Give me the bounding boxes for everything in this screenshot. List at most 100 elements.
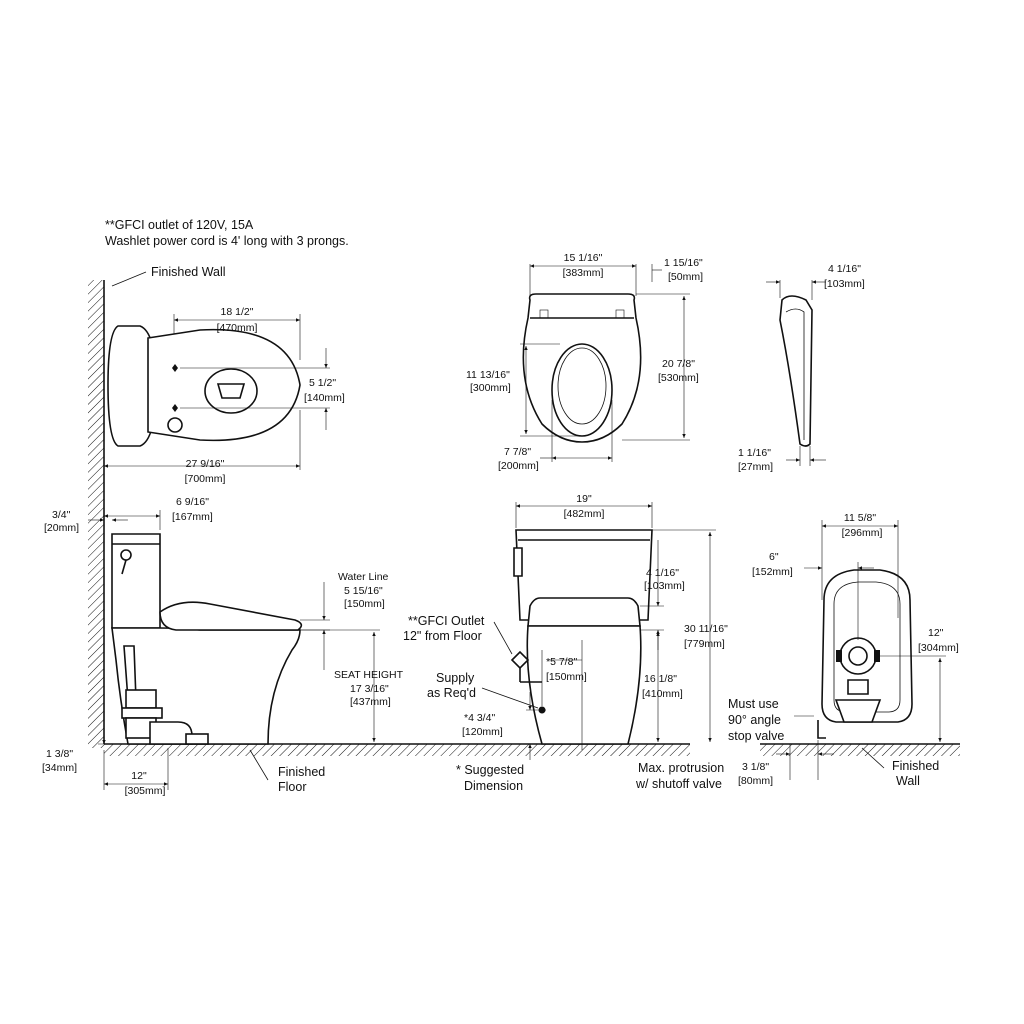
bolt-spacing-dim-1: 5 1/2" <box>309 377 336 389</box>
hinge-dim-2: [50mm] <box>668 271 703 283</box>
supply-label-1: Supply <box>436 671 475 685</box>
front-width-dim-1: 19" <box>576 493 592 505</box>
water-line-label: Water Line <box>338 571 389 583</box>
seat-outline-top <box>522 293 642 443</box>
bowl-drain <box>216 383 246 399</box>
seat-opening-dim-1: 7 7/8" <box>504 446 531 458</box>
back-height-dim-1: 12" <box>928 627 944 639</box>
water-line-dim-2: [150mm] <box>344 598 385 610</box>
bolt-spacing-dim-2: [140mm] <box>304 392 345 404</box>
tank-depth-dim-2: [167mm] <box>172 511 213 523</box>
seat-thickness-dim-2: [27mm] <box>738 461 773 473</box>
outlet-flange <box>839 637 877 675</box>
supply-label-2: as Req'd <box>427 686 476 700</box>
bowl-opening <box>204 368 258 414</box>
washlet-control-side <box>513 547 523 577</box>
seat-height-dim-2: [437mm] <box>350 696 391 708</box>
seat-height-dim-1: 4 1/16" <box>828 263 861 275</box>
protrusion-label-1: Max. protrusion <box>638 761 724 775</box>
hinge-dim-1: 1 15/16" <box>664 257 703 269</box>
back-mount-bracket <box>834 699 882 723</box>
toilet-top-view: 18 1/2" [470mm] 5 1/2" [140mm] 27 9/16" … <box>104 306 345 485</box>
seat-length-dim-2: [530mm] <box>658 372 699 384</box>
back-offset-dim-1: 6" <box>769 551 779 563</box>
seat-side-view: 4 1/16" [103mm] 1 1/16" [27mm] <box>738 263 865 473</box>
finished-floor-label-1: Finished <box>278 765 325 779</box>
bowl-top <box>147 328 301 442</box>
rim-height-dim-2: [410mm] <box>642 688 683 700</box>
back-finished-wall-2: Wall <box>896 774 920 788</box>
outlet-clip-left <box>836 650 842 662</box>
bowl-length-dim-1: 18 1/2" <box>221 306 254 318</box>
wall-gap-dim-2: [20mm] <box>44 522 79 534</box>
gfci-outlet-label-1: **GFCI Outlet <box>408 614 485 628</box>
toilet-back-view: 11 5/8" [296mm] 6" [152mm] 12" [304mm] M… <box>728 512 960 788</box>
valve-label-3: stop valve <box>728 729 784 743</box>
gfci-note: **GFCI outlet of 120V, 15A Washlet power… <box>105 218 349 248</box>
finished-floor-label-2: Floor <box>278 780 306 794</box>
toilet-side-view: 6 9/16" [167mm] 3/4" [20mm] Water Line 5… <box>42 496 404 797</box>
seat-front <box>527 597 641 627</box>
rough-in-dim-2: [305mm] <box>125 785 166 797</box>
back-wall-gap-dim-1: 3 1/8" <box>742 761 769 773</box>
seat-profile <box>779 295 813 447</box>
back-width-dim-2: [296mm] <box>842 527 883 539</box>
seat-top-view: 15 1/16" [383mm] 1 15/16" [50mm] 20 7/8"… <box>466 252 703 472</box>
overall-length-dim-2: [700mm] <box>185 473 226 485</box>
tank-depth-dim-1: 6 9/16" <box>176 496 209 508</box>
inner-length-dim-2: [300mm] <box>470 382 511 394</box>
supply-height-dim-2: [34mm] <box>42 762 77 774</box>
angle-stop-valve <box>817 720 826 739</box>
inner-length-dim-1: 11 13/16" <box>466 369 510 381</box>
water-inlet-circle <box>167 417 183 433</box>
overall-height-dim-2: [779mm] <box>684 638 725 650</box>
gfci-note-line-2: Washlet power cord is 4' long with 3 pro… <box>105 234 349 248</box>
seat-height-dim-2: [103mm] <box>824 278 865 290</box>
protrusion-label-2: w/ shutoff valve <box>635 777 722 791</box>
overall-height-dim-1: 30 11/16" <box>684 623 728 635</box>
supply-offset-dim-1: *5 7/8" <box>546 656 577 668</box>
seat-length-dim-1: 20 7/8" <box>662 358 695 370</box>
seat-opening-dim-2: [200mm] <box>498 460 539 472</box>
valve-label-2: 90° angle <box>728 713 781 727</box>
supply-offset-dim-2: [150mm] <box>546 671 587 683</box>
suggested-label-1: * Suggested <box>456 763 524 777</box>
suggested-label-2: Dimension <box>464 779 523 793</box>
seat-thickness-dim-1: 1 1/16" <box>738 447 771 459</box>
back-finished-wall-1: Finished <box>892 759 939 773</box>
tank-side <box>111 533 161 629</box>
wall-gap-dim-1: 3/4" <box>52 509 71 521</box>
water-line-dim-1: 5 15/16" <box>344 585 383 597</box>
bolt-marker-2 <box>172 404 178 412</box>
rim-height-dim-1: 16 1/8" <box>644 673 677 685</box>
valve-label-1: Must use <box>728 697 779 711</box>
tank-height-dim-1: 4 1/16" <box>646 567 679 579</box>
back-height-dim-2: [304mm] <box>918 642 959 654</box>
overall-length-dim-1: 27 9/16" <box>186 458 225 470</box>
bowl-length-dim-2: [470mm] <box>217 322 258 334</box>
rough-in-dim-1: 12" <box>131 770 147 782</box>
toilet-front-view: **GFCI Outlet 12" from Floor Supply as R… <box>403 493 728 793</box>
back-width-dim-1: 11 5/8" <box>844 512 876 524</box>
back-floor-hatch <box>760 744 960 756</box>
finished-floor-hatch <box>104 744 690 756</box>
trapway-fitting <box>125 689 157 709</box>
seat-height-label: SEAT HEIGHT <box>334 669 404 681</box>
finished-wall-label: Finished Wall <box>151 265 226 279</box>
gfci-note-line-1: **GFCI outlet of 120V, 15A <box>105 218 254 232</box>
washlet-seat-side <box>159 601 303 631</box>
outlet-clip-right <box>874 650 880 662</box>
bolt-marker-1 <box>172 364 178 372</box>
back-wall-gap-dim-2: [80mm] <box>738 775 773 787</box>
gfci-outlet-icon <box>510 650 530 670</box>
front-width-dim-2: [482mm] <box>564 508 605 520</box>
seat-height-dim-1: 17 3/16" <box>350 683 389 695</box>
finished-wall-hatch <box>88 280 104 748</box>
supply-height-dim-1: *4 3/4" <box>464 712 495 724</box>
supply-height-dim-2: [120mm] <box>462 726 503 738</box>
bowl-front <box>526 625 642 745</box>
back-offset-dim-2: [152mm] <box>752 566 793 578</box>
supply-height-dim-1: 1 3/8" <box>46 748 73 760</box>
seat-width-dim-1: 15 1/16" <box>564 252 603 264</box>
